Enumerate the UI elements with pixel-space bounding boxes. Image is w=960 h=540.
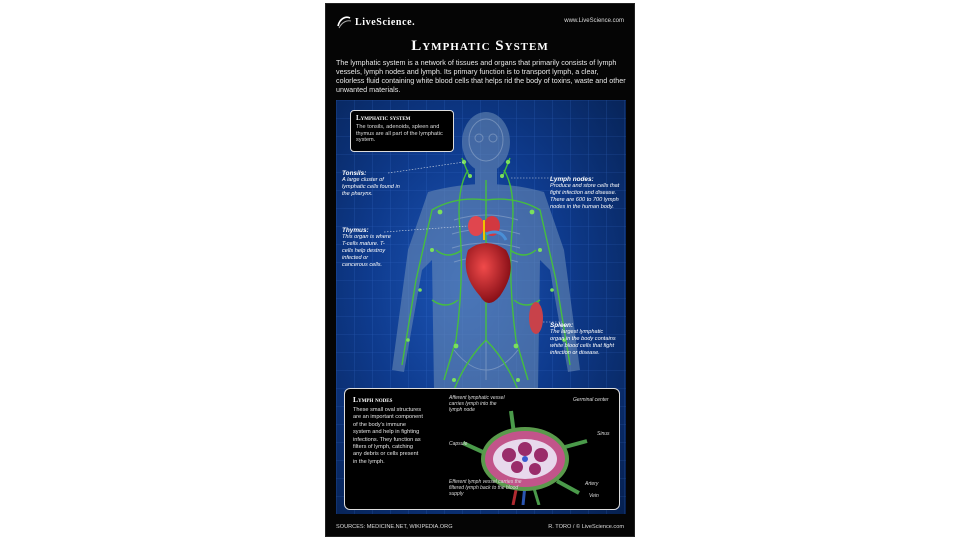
sinus-note: Sinus [597,431,610,437]
swoosh-icon [337,16,352,29]
efferent-vessel-note: Efferent lymph vessel carries the filter… [449,479,522,497]
spleen-title: Spleen: [550,322,574,329]
lymph-nodes-title: Lymph nodes: [550,176,594,183]
site-url[interactable]: www.LiveScience.com [564,18,624,24]
footer: SOURCES: MEDICINE.NET, WIKIPEDIA.ORG R. … [336,524,624,530]
tonsils-title: Tonsils: [342,170,367,177]
infographic-poster: LiveScience. www.LiveScience.com Lymphat… [325,3,635,537]
intro-text: The lymphatic system is a network of tis… [336,58,626,94]
thymus-text: This organ is where T-cells mature. T-ce… [342,234,391,268]
livescience-logo[interactable]: LiveScience. [336,12,415,32]
leader-lines [383,161,564,323]
spleen-text: The largest lymphatic organ in the body … [550,329,616,356]
page-title: Lymphatic System [411,38,549,54]
heart-organ [465,230,511,303]
tonsils-label: Tonsils: A large cluster of lymphatic ce… [342,170,408,198]
thymus-organ [468,216,500,240]
brand-name: LiveScience. [355,16,416,28]
spleen-organ [529,302,543,334]
vein-note: Vein [589,493,599,499]
lymph-nodes-label: Lymph nodes: Produce and store cells tha… [550,176,624,211]
body-illustration: Lymphatic system The tonsils, adenoids, … [336,100,626,514]
sources-text: SOURCES: MEDICINE.NET, WIKIPEDIA.ORG [336,524,453,530]
lymph-node-panel-title: Lymph nodes [353,395,393,404]
tonsils-text: A large cluster of lymphatic cells found… [342,177,400,197]
lymphatic-system-info: Lymphatic system The tonsils, adenoids, … [350,110,454,152]
lymph-node-panel: Lymph nodes These small oval structures … [344,388,620,510]
lymph-node-panel-text: These small oval structures are an impor… [353,407,423,465]
lymph-nodes-text: Produce and store cells that fight infec… [550,183,620,210]
credit-text: R. TORO / © LiveScience.com [548,524,624,530]
afferent-vessel-note: Afferent lymphatic vessel carries lymph … [449,395,505,413]
spleen-label: Spleen: The largest lymphatic organ in t… [550,322,616,357]
info-text: The tonsils, adenoids, spleen and thymus… [356,123,443,144]
thymus-title: Thymus: [342,227,369,234]
artery-note: Artery [585,481,599,487]
capsule-note: Capsule [449,441,468,447]
info-title: Lymphatic system [356,114,411,122]
thymus-label: Thymus: This organ is where T-cells matu… [342,227,392,269]
lymph-vessels [401,157,571,391]
lymph-node-cross-section [462,410,588,505]
germinal-center-note: Germinal center [573,397,609,403]
